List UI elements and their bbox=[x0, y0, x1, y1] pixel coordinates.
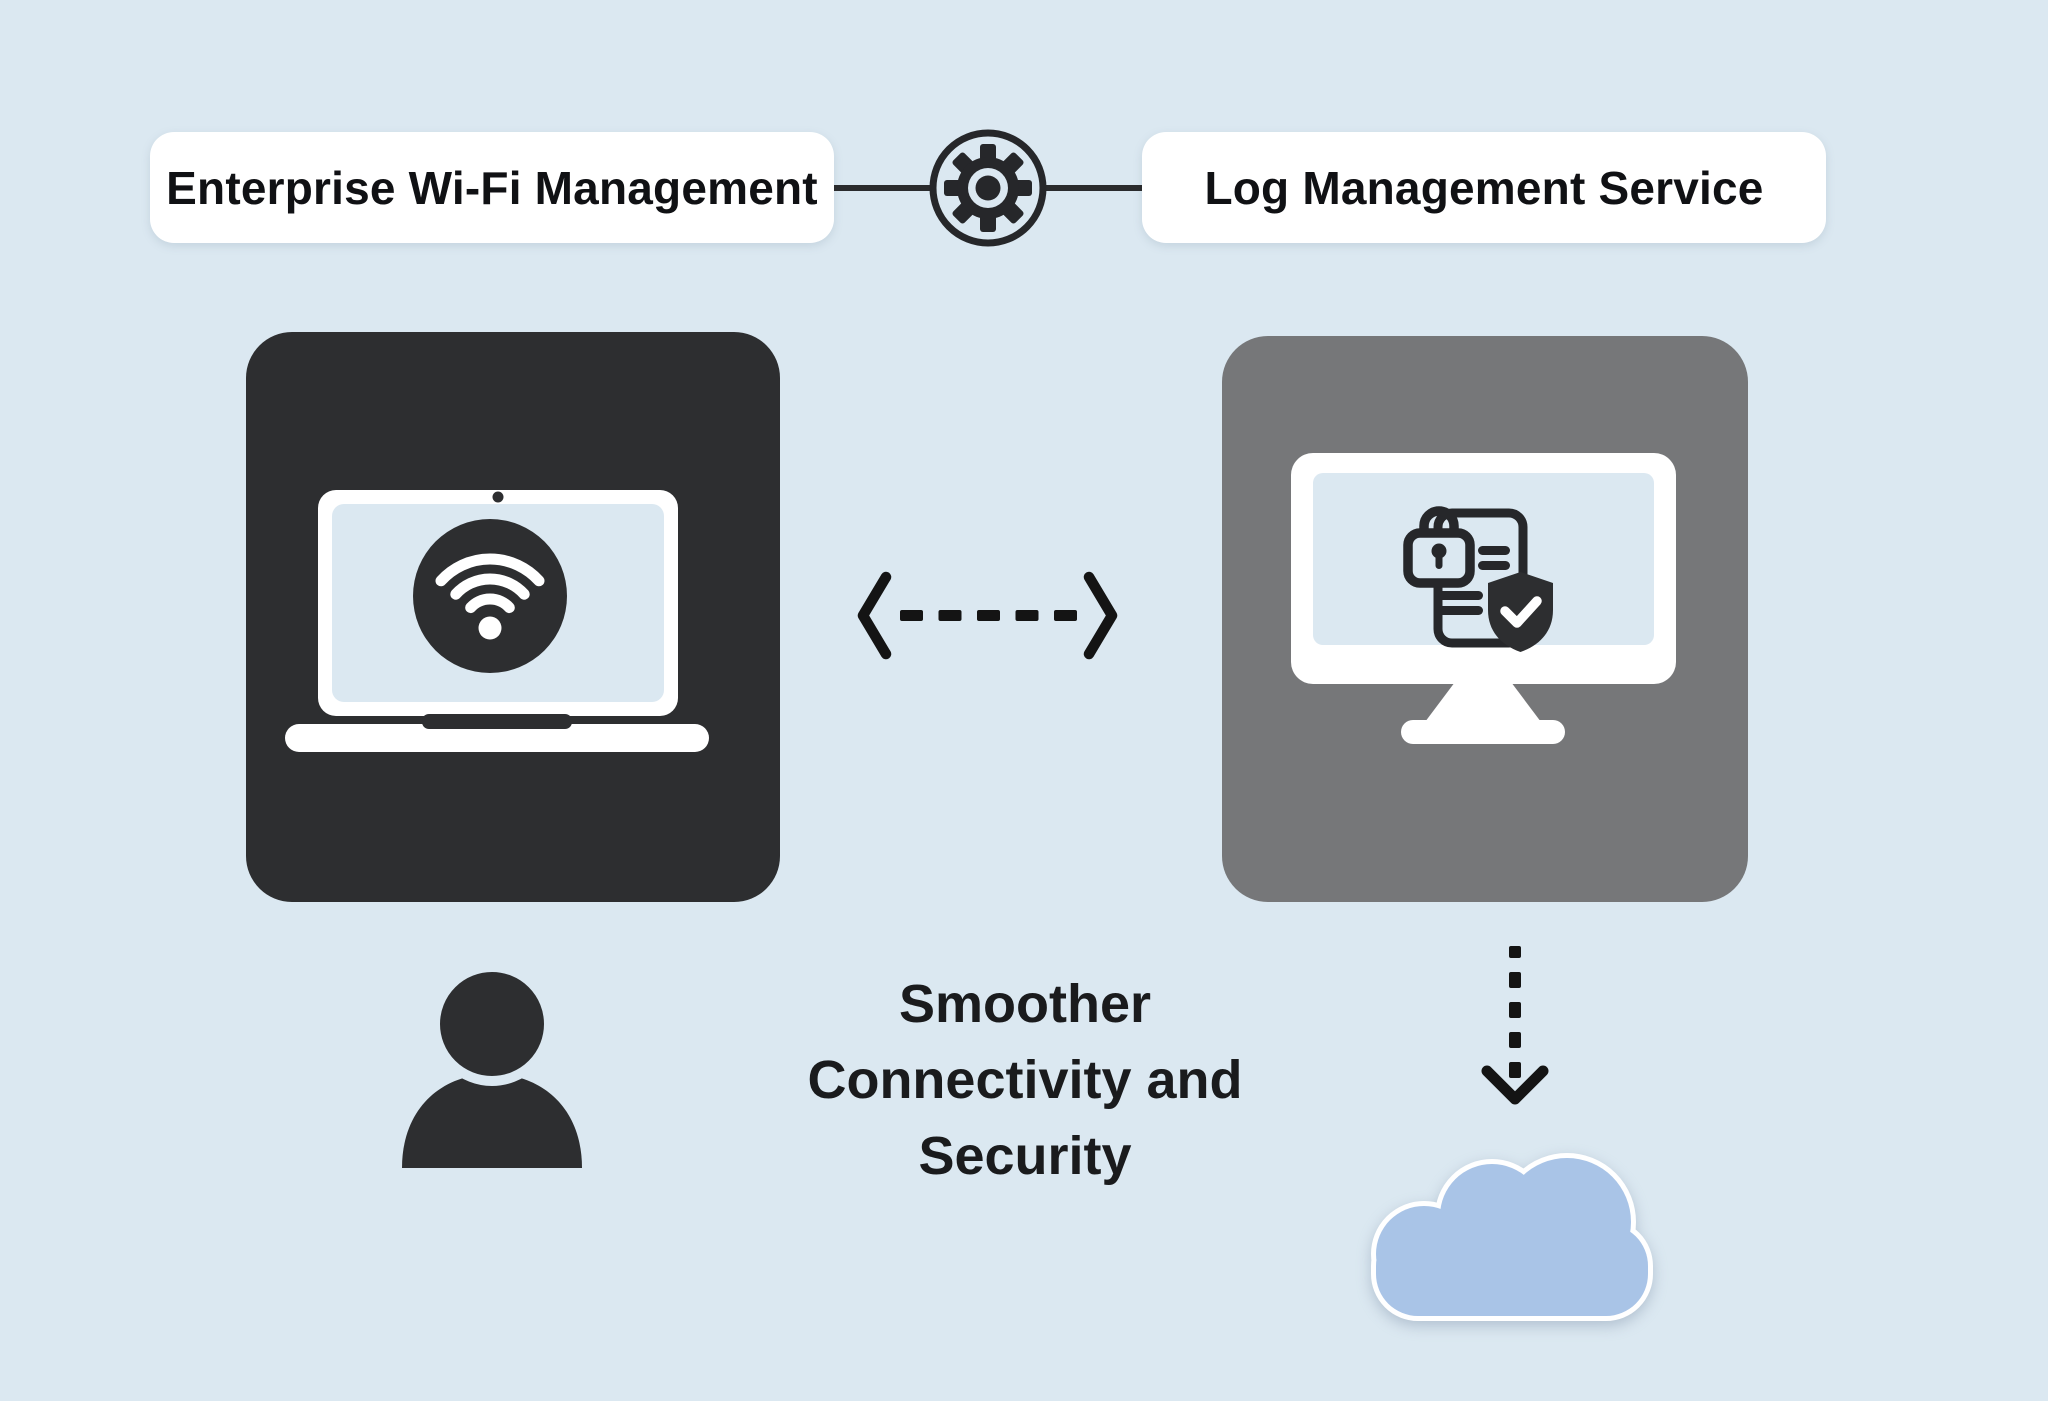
gear-icon bbox=[929, 129, 1047, 247]
dashed-down-arrow-icon bbox=[1481, 946, 1549, 1105]
caption-line-1: Smoother bbox=[898, 974, 1152, 1034]
monitor-security-icon bbox=[1291, 453, 1676, 744]
right-title-box: Log Management Service bbox=[1142, 132, 1826, 243]
caption-line-2: Connectivity and bbox=[807, 1050, 1243, 1110]
person-icon bbox=[402, 962, 582, 1168]
laptop-wifi-icon bbox=[285, 490, 709, 752]
gear-badge bbox=[928, 128, 1048, 248]
server-card bbox=[1222, 336, 1748, 902]
left-title-box: Enterprise Wi-Fi Management bbox=[150, 132, 834, 243]
caption-line-3: Security bbox=[918, 1126, 1132, 1186]
cloud-icon bbox=[1371, 1153, 1653, 1321]
caption: Smoother Connectivity and Security bbox=[690, 966, 1360, 1194]
right-title-label: Log Management Service bbox=[1204, 161, 1764, 214]
left-title-label: Enterprise Wi-Fi Management bbox=[166, 161, 818, 214]
client-card bbox=[246, 332, 780, 902]
lock-document-shield-icon bbox=[1403, 506, 1553, 652]
dashed-double-arrow-icon bbox=[857, 571, 1118, 660]
